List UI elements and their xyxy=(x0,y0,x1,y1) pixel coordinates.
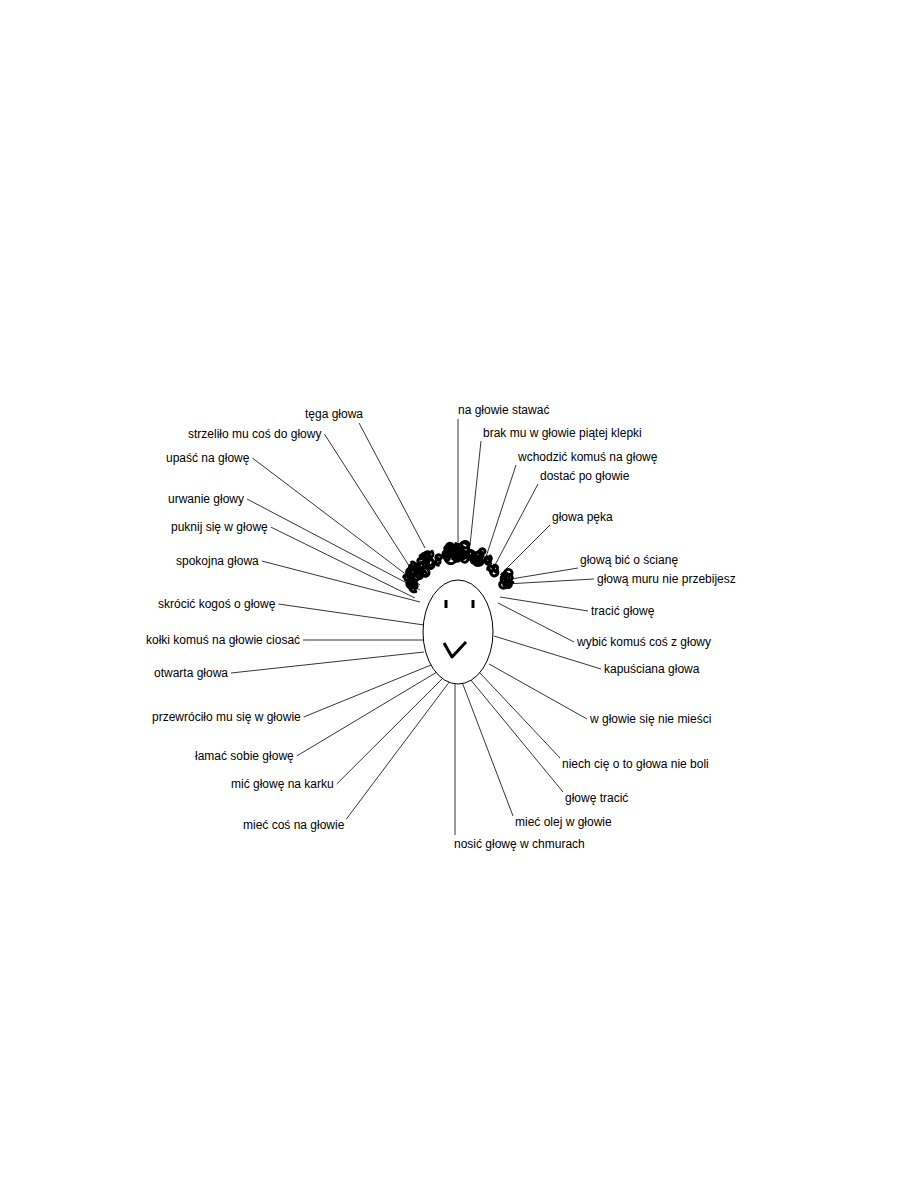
idiom-label: upaść na głowę xyxy=(166,451,249,465)
hair xyxy=(403,540,516,593)
head-outline xyxy=(423,580,493,684)
idiom-label: spokojna głowa xyxy=(176,554,259,568)
leader-line xyxy=(500,525,550,575)
leader-line xyxy=(458,419,459,545)
leader-line xyxy=(271,527,415,598)
leader-line xyxy=(252,458,420,585)
leader-line xyxy=(462,682,513,816)
hair-curl xyxy=(408,579,416,586)
idiom-label: łamać sobie głowę xyxy=(195,749,294,763)
idiom-label: puknij się w głowę xyxy=(171,520,268,534)
leader-line xyxy=(231,652,424,673)
hair-curl xyxy=(504,580,513,589)
idiom-label: głowę tracić xyxy=(565,791,628,805)
idiom-label: brak mu w głowie piątej klepki xyxy=(483,426,642,440)
idiom-label: nosić głowę w chmurach xyxy=(454,837,585,851)
hair-curl xyxy=(445,544,459,557)
leader-line xyxy=(498,603,574,642)
hair-curl xyxy=(407,567,417,576)
smile xyxy=(444,642,466,657)
leader-line xyxy=(485,465,516,560)
idiom-label: dostać po głowie xyxy=(540,469,629,483)
idiom-label: niech cię o to głowa nie boli xyxy=(562,757,709,771)
leader-line xyxy=(278,604,424,625)
idiom-label: wybić komuś coś z głowy xyxy=(577,635,711,649)
leader-line xyxy=(346,681,450,819)
left-eye xyxy=(445,600,448,608)
idiom-label: głową bić o ścianę xyxy=(580,553,678,567)
idiom-label: wchodzić komuś na głowę xyxy=(518,450,657,464)
leader-line xyxy=(506,579,594,584)
hair-curl xyxy=(435,560,440,566)
leader-line xyxy=(489,664,587,719)
idiom-label: kapuściana głowa xyxy=(604,662,699,676)
leader-line xyxy=(505,568,578,580)
idiom-label: głową muru nie przebijesz xyxy=(597,572,736,586)
hair-curl xyxy=(442,553,450,561)
leader-line xyxy=(247,499,420,590)
leader-line xyxy=(324,434,415,575)
idiom-label: mieć coś na głowie xyxy=(243,818,344,832)
idiom-label: urwanie głowy xyxy=(168,492,244,506)
leader-line xyxy=(495,484,538,565)
leader-line xyxy=(262,561,420,602)
hair-curl xyxy=(424,556,430,563)
idiom-label: skrócić kogoś o głowę xyxy=(158,597,275,611)
idiom-label: otwarta głowa xyxy=(154,666,228,680)
hair-curl xyxy=(484,557,492,565)
leader-line xyxy=(470,679,563,792)
hair-curl xyxy=(406,567,417,577)
hair-curl xyxy=(472,554,483,566)
idiom-label: tracić głowę xyxy=(591,604,654,618)
idiom-label: mić głowę na karku xyxy=(231,777,334,791)
idiom-label: kołki komuś na głowie ciosać xyxy=(146,633,300,647)
right-eye xyxy=(472,600,475,608)
hair-curl xyxy=(492,565,498,571)
leader-line xyxy=(470,441,481,545)
idiom-label: na głowie stawać xyxy=(458,403,549,417)
hair-curl xyxy=(460,551,467,559)
idiom-label: strzeliło mu coś do głowy xyxy=(188,427,321,441)
leader-line xyxy=(297,672,437,756)
idiom-label: głowa pęka xyxy=(552,510,613,524)
leader-line xyxy=(500,597,588,611)
leader-line xyxy=(455,684,456,835)
leader-line xyxy=(303,640,424,641)
idiom-label: mieć olej w głowie xyxy=(515,815,612,829)
leader-line xyxy=(480,673,560,758)
leader-line xyxy=(337,678,443,784)
idiom-label: w głowie się nie mieści xyxy=(590,712,711,726)
leader-line xyxy=(359,423,425,548)
idiom-label: przewróciło mu się w głowie xyxy=(152,710,301,724)
idiom-label: tęga głowa xyxy=(305,407,363,421)
